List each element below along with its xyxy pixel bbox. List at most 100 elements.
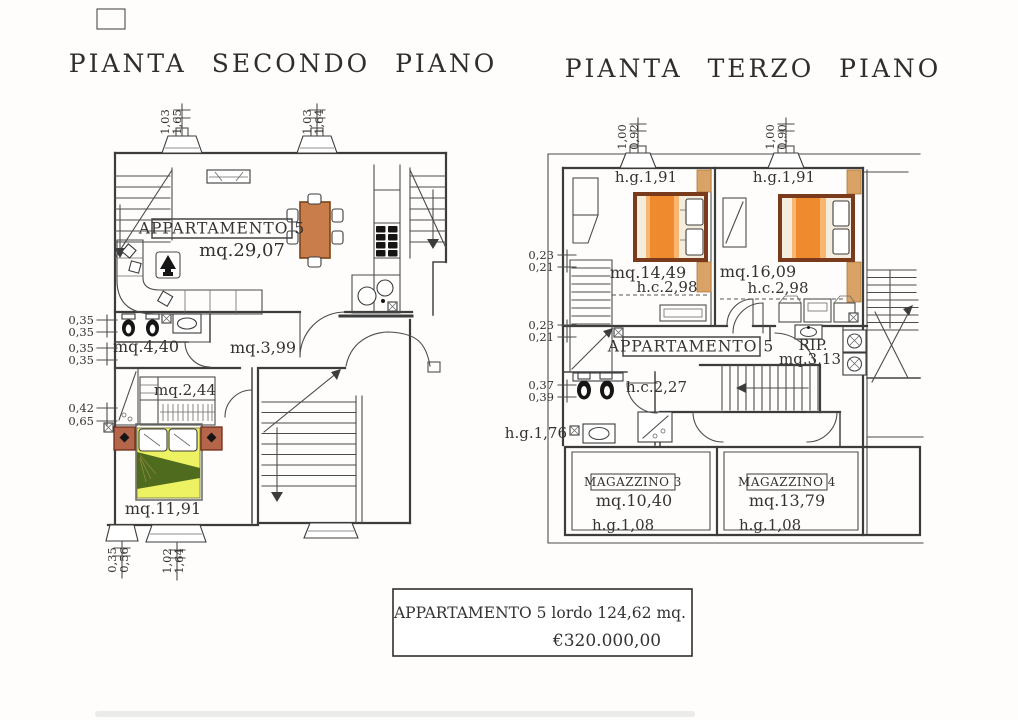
stairs-neighbor (867, 269, 919, 383)
mirror (722, 197, 747, 248)
height-label-bedroom1: h.g.1,91 (615, 168, 677, 186)
shower-corner (114, 367, 139, 426)
pillow (168, 428, 198, 452)
dim-label: 0,37 (528, 378, 554, 392)
sink-icon (794, 324, 823, 340)
scan-smudge (95, 711, 695, 717)
height-label: h.c.2,98 (637, 278, 698, 296)
dim-label: 1,03 (158, 109, 172, 135)
dining-table (286, 193, 344, 268)
dim-label: 0,21 (528, 260, 554, 274)
x-box-icon (569, 425, 580, 436)
magazzino4-height: h.g.1,08 (739, 516, 801, 534)
bed-double (633, 192, 708, 262)
room-area-bedroom: mq.11,91 (125, 499, 201, 518)
apartment-label-box (622, 336, 761, 357)
rip-fixtures (613, 312, 867, 376)
pillow (685, 228, 704, 256)
desk (572, 177, 599, 244)
dimension-ticks (96, 314, 118, 427)
rip-area: mq.3,13 (779, 350, 841, 368)
bidet-tank (145, 313, 160, 320)
room-area-closet: mq.2,44 (154, 381, 216, 399)
dim-label: 0,92 (627, 124, 641, 150)
stairwell (261, 369, 363, 524)
dim-label: 1,65 (170, 109, 184, 135)
stairs-top-right (409, 169, 447, 249)
dim-label: 1,00 (763, 124, 777, 150)
dim-label: 0,35 (68, 341, 94, 355)
bathroom-fixtures (569, 372, 673, 444)
apartment-label-box (151, 218, 293, 239)
corner-sink-icon (351, 274, 401, 314)
x-box-icon (161, 313, 172, 324)
dim-label: 1,64 (172, 548, 186, 574)
rip-label: RIP. (798, 336, 827, 354)
dressers (778, 295, 856, 323)
dim-label: 0,35 (105, 547, 119, 573)
dim-label: 0,65 (68, 414, 94, 428)
dim-label: 1,00 (615, 124, 629, 150)
room-area-living: mq.29,07 (199, 240, 285, 261)
dim-label: 1,64 (312, 109, 326, 135)
blanket-green (137, 452, 200, 489)
doors-terzo (626, 298, 838, 443)
floor-plan-secondo: 1,03 1,65 1,03 1,64 0,35 0,56 1,02 1,64 (68, 103, 448, 581)
wardrobe (139, 376, 216, 426)
dimension-ticks (557, 249, 577, 403)
window (767, 117, 805, 169)
page-corner-stub (96, 8, 126, 30)
window (296, 103, 338, 154)
dim-label: 0,23 (528, 248, 554, 262)
dim-label: 0,23 (528, 318, 554, 332)
apartment-label: APPARTAMENTO 5 (607, 338, 775, 356)
magazzino3-area: mq.10,40 (596, 491, 672, 510)
magazzino3-height: h.g.1,08 (592, 516, 654, 534)
dim-label: 0,35 (68, 325, 94, 339)
room-area-bedroom1: mq.14,49 (610, 263, 686, 282)
height-label: h.g.1,76 (505, 424, 567, 442)
dim-label: 0,39 (528, 390, 554, 404)
apartment-label: APPARTAMENTO 5 (138, 220, 306, 238)
window (145, 524, 207, 581)
dim-label: 0,56 (117, 547, 131, 573)
washing-machine-icon (842, 352, 867, 376)
dim-label: 0,90 (775, 124, 789, 150)
pillow (832, 200, 850, 227)
height-label-bath: h.c.2,27 (626, 378, 687, 396)
bathroom-fixtures (121, 313, 202, 337)
bedroom-furniture (103, 422, 223, 501)
price-box: APPARTAMENTO 5 lordo 124,62 mq. €320.000… (392, 588, 693, 657)
stove-icon (376, 226, 398, 257)
price-box-line1: APPARTAMENTO 5 lordo 124,62 mq. (393, 604, 686, 622)
pillow (832, 228, 850, 255)
radiator (659, 304, 707, 322)
x-box-icon (387, 301, 398, 312)
x-box-icon (613, 327, 624, 338)
title-terzo-piano: PIANTA TERZO PIANO (565, 54, 942, 83)
bench (206, 169, 251, 184)
magazzino3-label: MAGAZZINO 3 (584, 475, 682, 489)
room-area-bedroom2: mq.16,09 (720, 262, 796, 281)
stairs-middle (721, 364, 819, 411)
floor-plan-terzo: 1,00 0,92 1,00 0,90 0,23 0,21 0,23 0,21 … (505, 117, 924, 544)
dim-label: 1,03 (300, 109, 314, 135)
room-area-bath: mq.4,40 (113, 337, 179, 356)
shower-icon (637, 411, 673, 443)
magazzino4-area: mq.13,79 (749, 491, 825, 510)
room-area-hall: mq.3,99 (230, 338, 296, 357)
dim-label: 0,42 (68, 401, 94, 415)
title-secondo-piano: PIANTA SECONDO PIANO (69, 49, 497, 78)
height-label: h.c.2,98 (748, 279, 809, 297)
pillow (138, 428, 168, 452)
window (161, 103, 203, 154)
window (303, 522, 359, 539)
doors-secondo (184, 311, 346, 418)
sink-icon (582, 423, 616, 444)
x-box-icon (103, 422, 114, 433)
window (105, 524, 139, 579)
dim-label: 0,35 (68, 313, 94, 327)
bed-throw-orange (650, 196, 674, 258)
